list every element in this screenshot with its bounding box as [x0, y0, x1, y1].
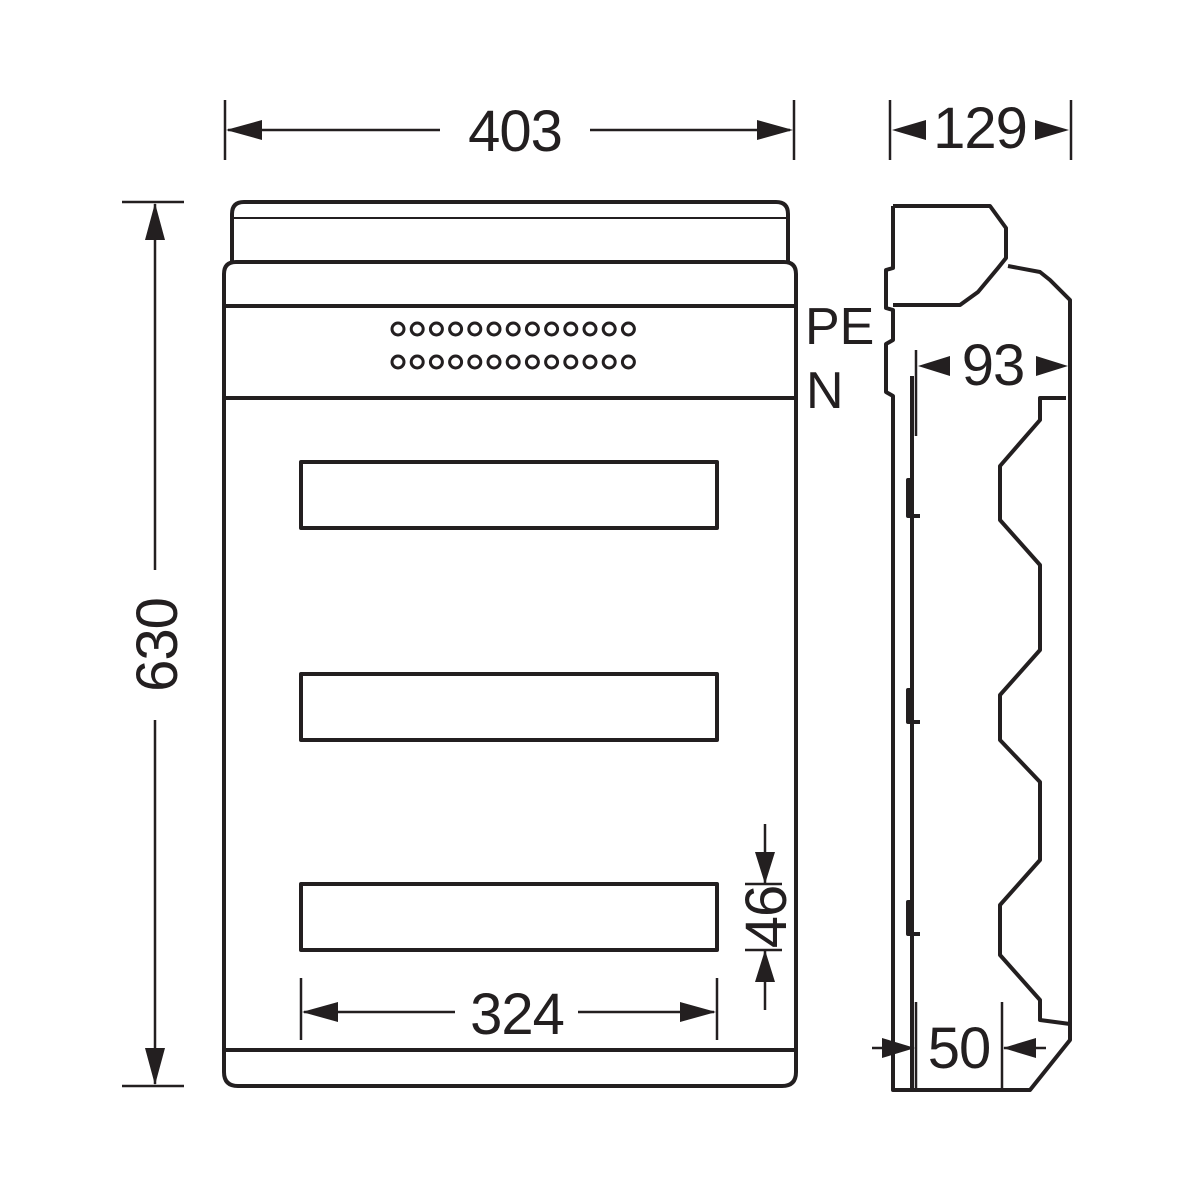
n-terminal	[601, 354, 617, 370]
pe-terminal	[601, 321, 617, 337]
pe-terminal	[620, 321, 636, 337]
din-rail-window-1	[299, 460, 719, 530]
pe-terminal	[582, 321, 598, 337]
n-terminal	[390, 354, 406, 370]
side-clip-1	[906, 478, 920, 518]
pe-terminal-row	[390, 321, 636, 337]
pe-terminal	[505, 321, 521, 337]
n-terminal	[582, 354, 598, 370]
n-terminal	[524, 354, 540, 370]
pe-terminal	[524, 321, 540, 337]
rail-height-value: 46	[734, 886, 799, 949]
n-label: N	[806, 362, 844, 420]
height-value: 630	[125, 598, 190, 692]
n-terminal	[620, 354, 636, 370]
din-rail-window-3	[299, 882, 719, 952]
depth-dimension: 129	[888, 96, 1073, 161]
side-inner-profile	[998, 396, 1071, 1026]
pe-terminal	[409, 321, 425, 337]
pe-terminal	[448, 321, 464, 337]
n-terminal	[467, 354, 483, 370]
rail-width-value: 324	[470, 982, 564, 1047]
rail-height-dimension: 46	[734, 824, 799, 1010]
pe-terminal	[486, 321, 502, 337]
front-view	[222, 200, 798, 1088]
depth-value: 129	[933, 96, 1027, 161]
pe-terminal	[428, 321, 444, 337]
height-dimension: 630	[122, 200, 190, 1088]
enclosure-body	[222, 260, 798, 1088]
side-clip-2	[906, 688, 920, 724]
inner-depth-value: 93	[962, 333, 1025, 398]
n-terminal-row	[390, 354, 636, 370]
n-terminal	[448, 354, 464, 370]
rail-width-dimension: 324	[299, 978, 719, 1047]
pe-label: PE	[805, 298, 874, 356]
pe-terminal	[544, 321, 560, 337]
width-value: 403	[468, 99, 562, 164]
inner-depth-dimension: 93	[914, 333, 1068, 436]
n-terminal	[544, 354, 560, 370]
n-terminal	[409, 354, 425, 370]
pe-terminal	[390, 321, 406, 337]
rear-offset-value: 50	[928, 1016, 991, 1081]
din-rail-window-2	[299, 672, 719, 742]
rear-offset-dimension: 50	[872, 1002, 1046, 1090]
n-terminal	[486, 354, 502, 370]
pe-terminal	[563, 321, 579, 337]
n-terminal	[563, 354, 579, 370]
top-cover	[230, 200, 790, 262]
n-terminal	[505, 354, 521, 370]
side-clip-3	[906, 900, 920, 936]
width-dimension: 403	[223, 99, 796, 164]
side-body-outline	[884, 206, 1072, 1092]
n-terminal	[428, 354, 444, 370]
pe-terminal	[467, 321, 483, 337]
side-top-cover	[893, 204, 1008, 307]
side-view	[884, 204, 1072, 1092]
